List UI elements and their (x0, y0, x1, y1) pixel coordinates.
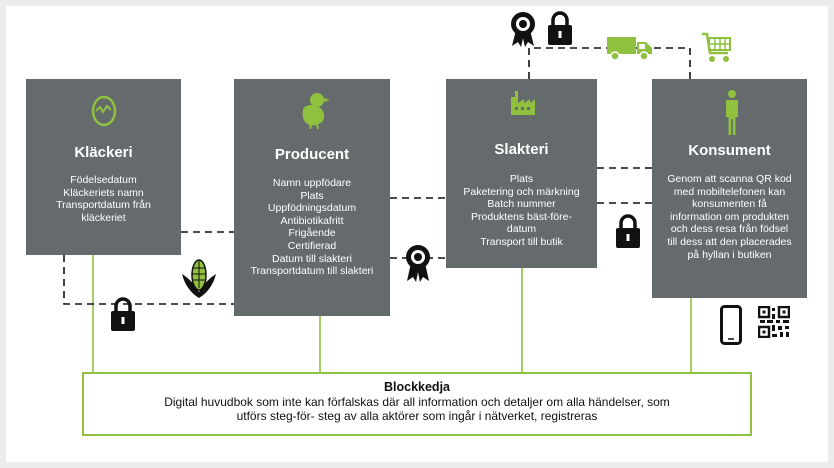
klackeri-line: kläckeriet (81, 211, 126, 224)
producent-details: Namn uppfödare Plats Uppfödningsdatum An… (238, 177, 386, 278)
producent-box: Producent Namn uppfödare Plats Uppfödnin… (234, 79, 390, 316)
slakteri-line: datum (506, 223, 537, 236)
chick-icon (302, 93, 330, 129)
qr-code-icon (758, 306, 790, 338)
konsument-line: och dess resa från födsel (670, 223, 789, 236)
certificate-icon (511, 12, 535, 47)
truck-icon (607, 37, 652, 61)
certificate-icon (406, 245, 430, 282)
konsument-line: information om produkten (669, 210, 790, 223)
cart-icon (702, 32, 731, 62)
klackeri-box: Kläckeri Födelsedatum Kläckeriets namn T… (26, 79, 181, 255)
lock-icon (111, 297, 135, 331)
blockchain-box: Blockkedja Digital huvudbok som inte kan… (82, 372, 752, 436)
konsument-box: Konsument Genom att scanna QR kod med mo… (652, 79, 807, 298)
producent-line: Namn uppfödare (272, 177, 352, 189)
konsument-title: Konsument (688, 142, 771, 159)
factory-icon (511, 91, 535, 115)
producent-line: Datum till slakteri (272, 252, 352, 265)
slakteri-line: Produktens bäst-före- (471, 210, 572, 223)
slakteri-line: Plats (509, 173, 534, 185)
blockchain-line: utförs steg-för- steg av alla aktörer so… (236, 409, 598, 423)
slakteri-details: Plats Paketering och märkning Batch numm… (450, 173, 593, 249)
lock-icon (548, 11, 572, 45)
producent-line: Certifierad (287, 239, 337, 252)
konsument-line: Genom att scanna QR kod (667, 173, 792, 185)
smartphone-icon (720, 305, 742, 345)
slakteri-box: Slakteri Plats Paketering och märkning B… (446, 79, 597, 268)
producent-line: Plats (300, 189, 324, 202)
konsument-details: Genom att scanna QR kod med mobiltelefon… (656, 173, 803, 261)
konsument-line: till dess att den placerades (667, 235, 792, 248)
klackeri-line: Transportdatum från (56, 199, 151, 212)
konsument-line: konsumenten få (692, 198, 767, 211)
blockchain-title: Blockkedja (383, 380, 450, 394)
slakteri-line: Batch nummer (487, 198, 556, 211)
person-icon (726, 90, 738, 135)
egg-icon (91, 95, 117, 127)
blockchain-line: Digital huvudbok som inte kan förfalskas… (164, 395, 670, 409)
konsument-line: med mobiltelefonen kan (673, 185, 786, 198)
slakteri-line: Transport till butik (480, 235, 563, 248)
corn-icon (182, 259, 216, 298)
klackeri-line: Födelsedatum (70, 174, 137, 186)
lock-icon (616, 214, 640, 248)
klackeri-title: Kläckeri (74, 144, 133, 161)
slakteri-line: Paketering och märkning (463, 185, 580, 198)
producent-line: Antibiotikafritt (280, 214, 344, 227)
konsument-line: på hyllan i butiken (687, 248, 772, 261)
producent-line: Uppfödningsdatum (267, 202, 357, 215)
producent-line: Transportdatum till slakteri (250, 265, 374, 278)
producent-line: Frigående (288, 227, 336, 240)
blockchain-description: Digital huvudbok som inte kan förfalskas… (84, 395, 750, 423)
klackeri-details: Födelsedatum Kläckeriets namn Transportd… (30, 174, 177, 224)
klackeri-producent-dashed-lower (63, 255, 234, 305)
klackeri-line: Kläckeriets namn (63, 186, 144, 199)
producent-title: Producent (274, 146, 350, 163)
slakteri-title: Slakteri (494, 141, 549, 158)
